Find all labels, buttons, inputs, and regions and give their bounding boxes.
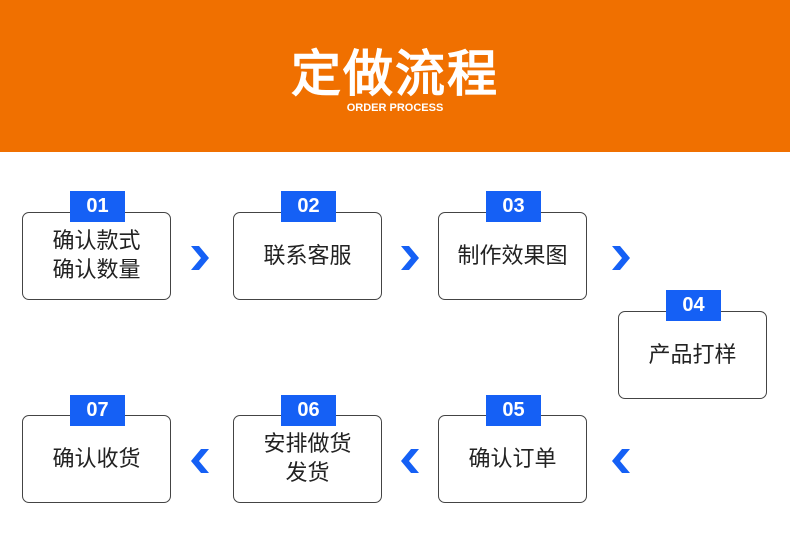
chevron-left-icon [401, 449, 419, 473]
step-box-5: 确认订单 [438, 415, 587, 503]
step-badge-4: 04 [666, 290, 721, 321]
step-box-1: 确认款式 确认数量 [22, 212, 171, 300]
chevron-left-icon [191, 449, 209, 473]
step-badge-1: 01 [70, 191, 125, 222]
step-box-3: 制作效果图 [438, 212, 587, 300]
chevron-left-icon [612, 449, 630, 473]
step-box-7: 确认收货 [22, 415, 171, 503]
step-badge-6: 06 [281, 395, 336, 426]
step-badge-3: 03 [486, 191, 541, 222]
chevron-right-icon [612, 246, 630, 270]
step-badge-2: 02 [281, 191, 336, 222]
step-box-6: 安排做货 发货 [233, 415, 382, 503]
chevron-right-icon [191, 246, 209, 270]
step-badge-7: 07 [70, 395, 125, 426]
chevron-right-icon [401, 246, 419, 270]
step-box-4: 产品打样 [618, 311, 767, 399]
page-subtitle: ORDER PROCESS [346, 102, 444, 114]
step-badge-5: 05 [486, 395, 541, 426]
page-title: 定做流程 [291, 45, 499, 103]
header-banner: 定做流程 ORDER PROCESS [0, 0, 790, 152]
step-box-2: 联系客服 [233, 212, 382, 300]
